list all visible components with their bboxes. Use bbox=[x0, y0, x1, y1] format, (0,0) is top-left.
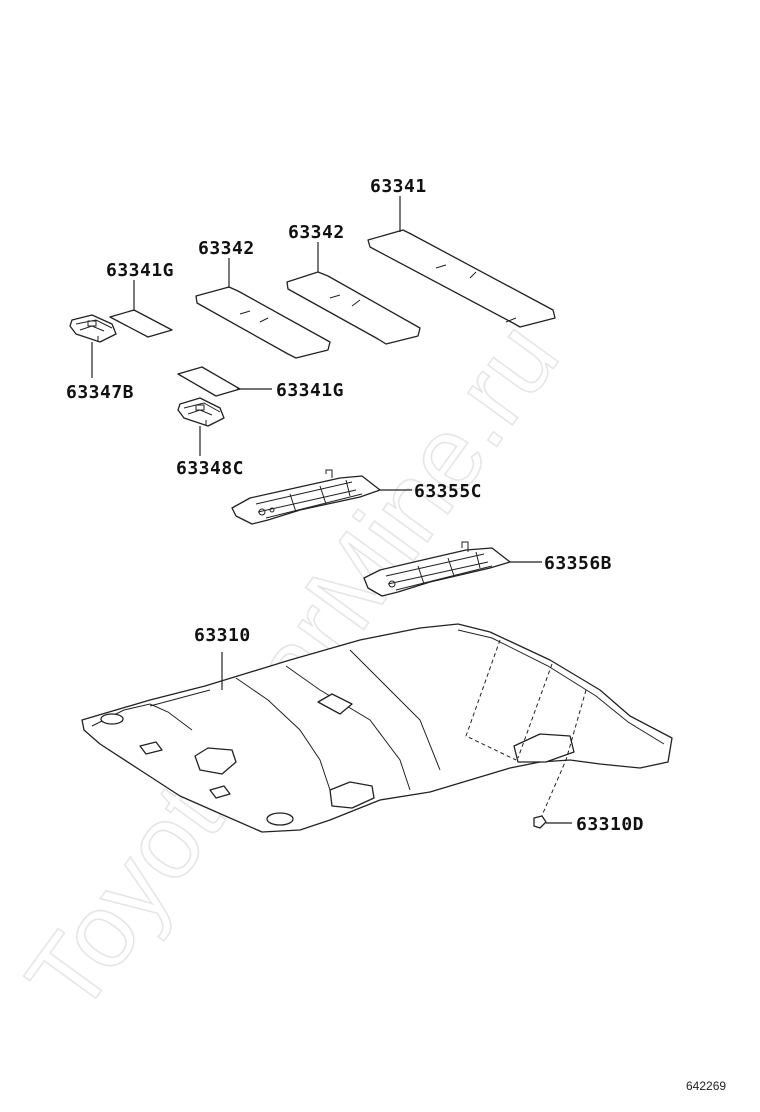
part-63342-pad-right bbox=[286, 271, 421, 345]
label-63356B: 63356B bbox=[544, 553, 612, 574]
label-63310D: 63310D bbox=[576, 814, 644, 835]
label-63347B: 63347B bbox=[66, 382, 134, 403]
part-63310D-clip bbox=[533, 815, 547, 829]
label-63355C: 63355C bbox=[414, 481, 482, 502]
part-63356B-bracket bbox=[363, 541, 511, 597]
label-63342-right: 63342 bbox=[288, 222, 345, 243]
label-63348C: 63348C bbox=[176, 458, 244, 479]
label-63310: 63310 bbox=[194, 625, 251, 646]
figure-number: 642269 bbox=[686, 1079, 726, 1093]
part-63310-headliner bbox=[81, 623, 673, 833]
part-63355C-bracket bbox=[231, 469, 381, 525]
label-63341: 63341 bbox=[370, 176, 427, 197]
part-63341-pad bbox=[367, 229, 556, 328]
label-63341G-mid: 63341G bbox=[276, 380, 344, 401]
part-63347B-lamp bbox=[69, 314, 117, 343]
part-63342-pad-left bbox=[195, 286, 331, 359]
label-63341G-top: 63341G bbox=[106, 260, 174, 281]
label-63342-left: 63342 bbox=[198, 238, 255, 259]
part-63341G-mid bbox=[177, 366, 241, 397]
part-63341G-top bbox=[109, 309, 173, 338]
dashed-guide-lines bbox=[465, 639, 587, 821]
part-63348C-lamp bbox=[177, 397, 225, 427]
